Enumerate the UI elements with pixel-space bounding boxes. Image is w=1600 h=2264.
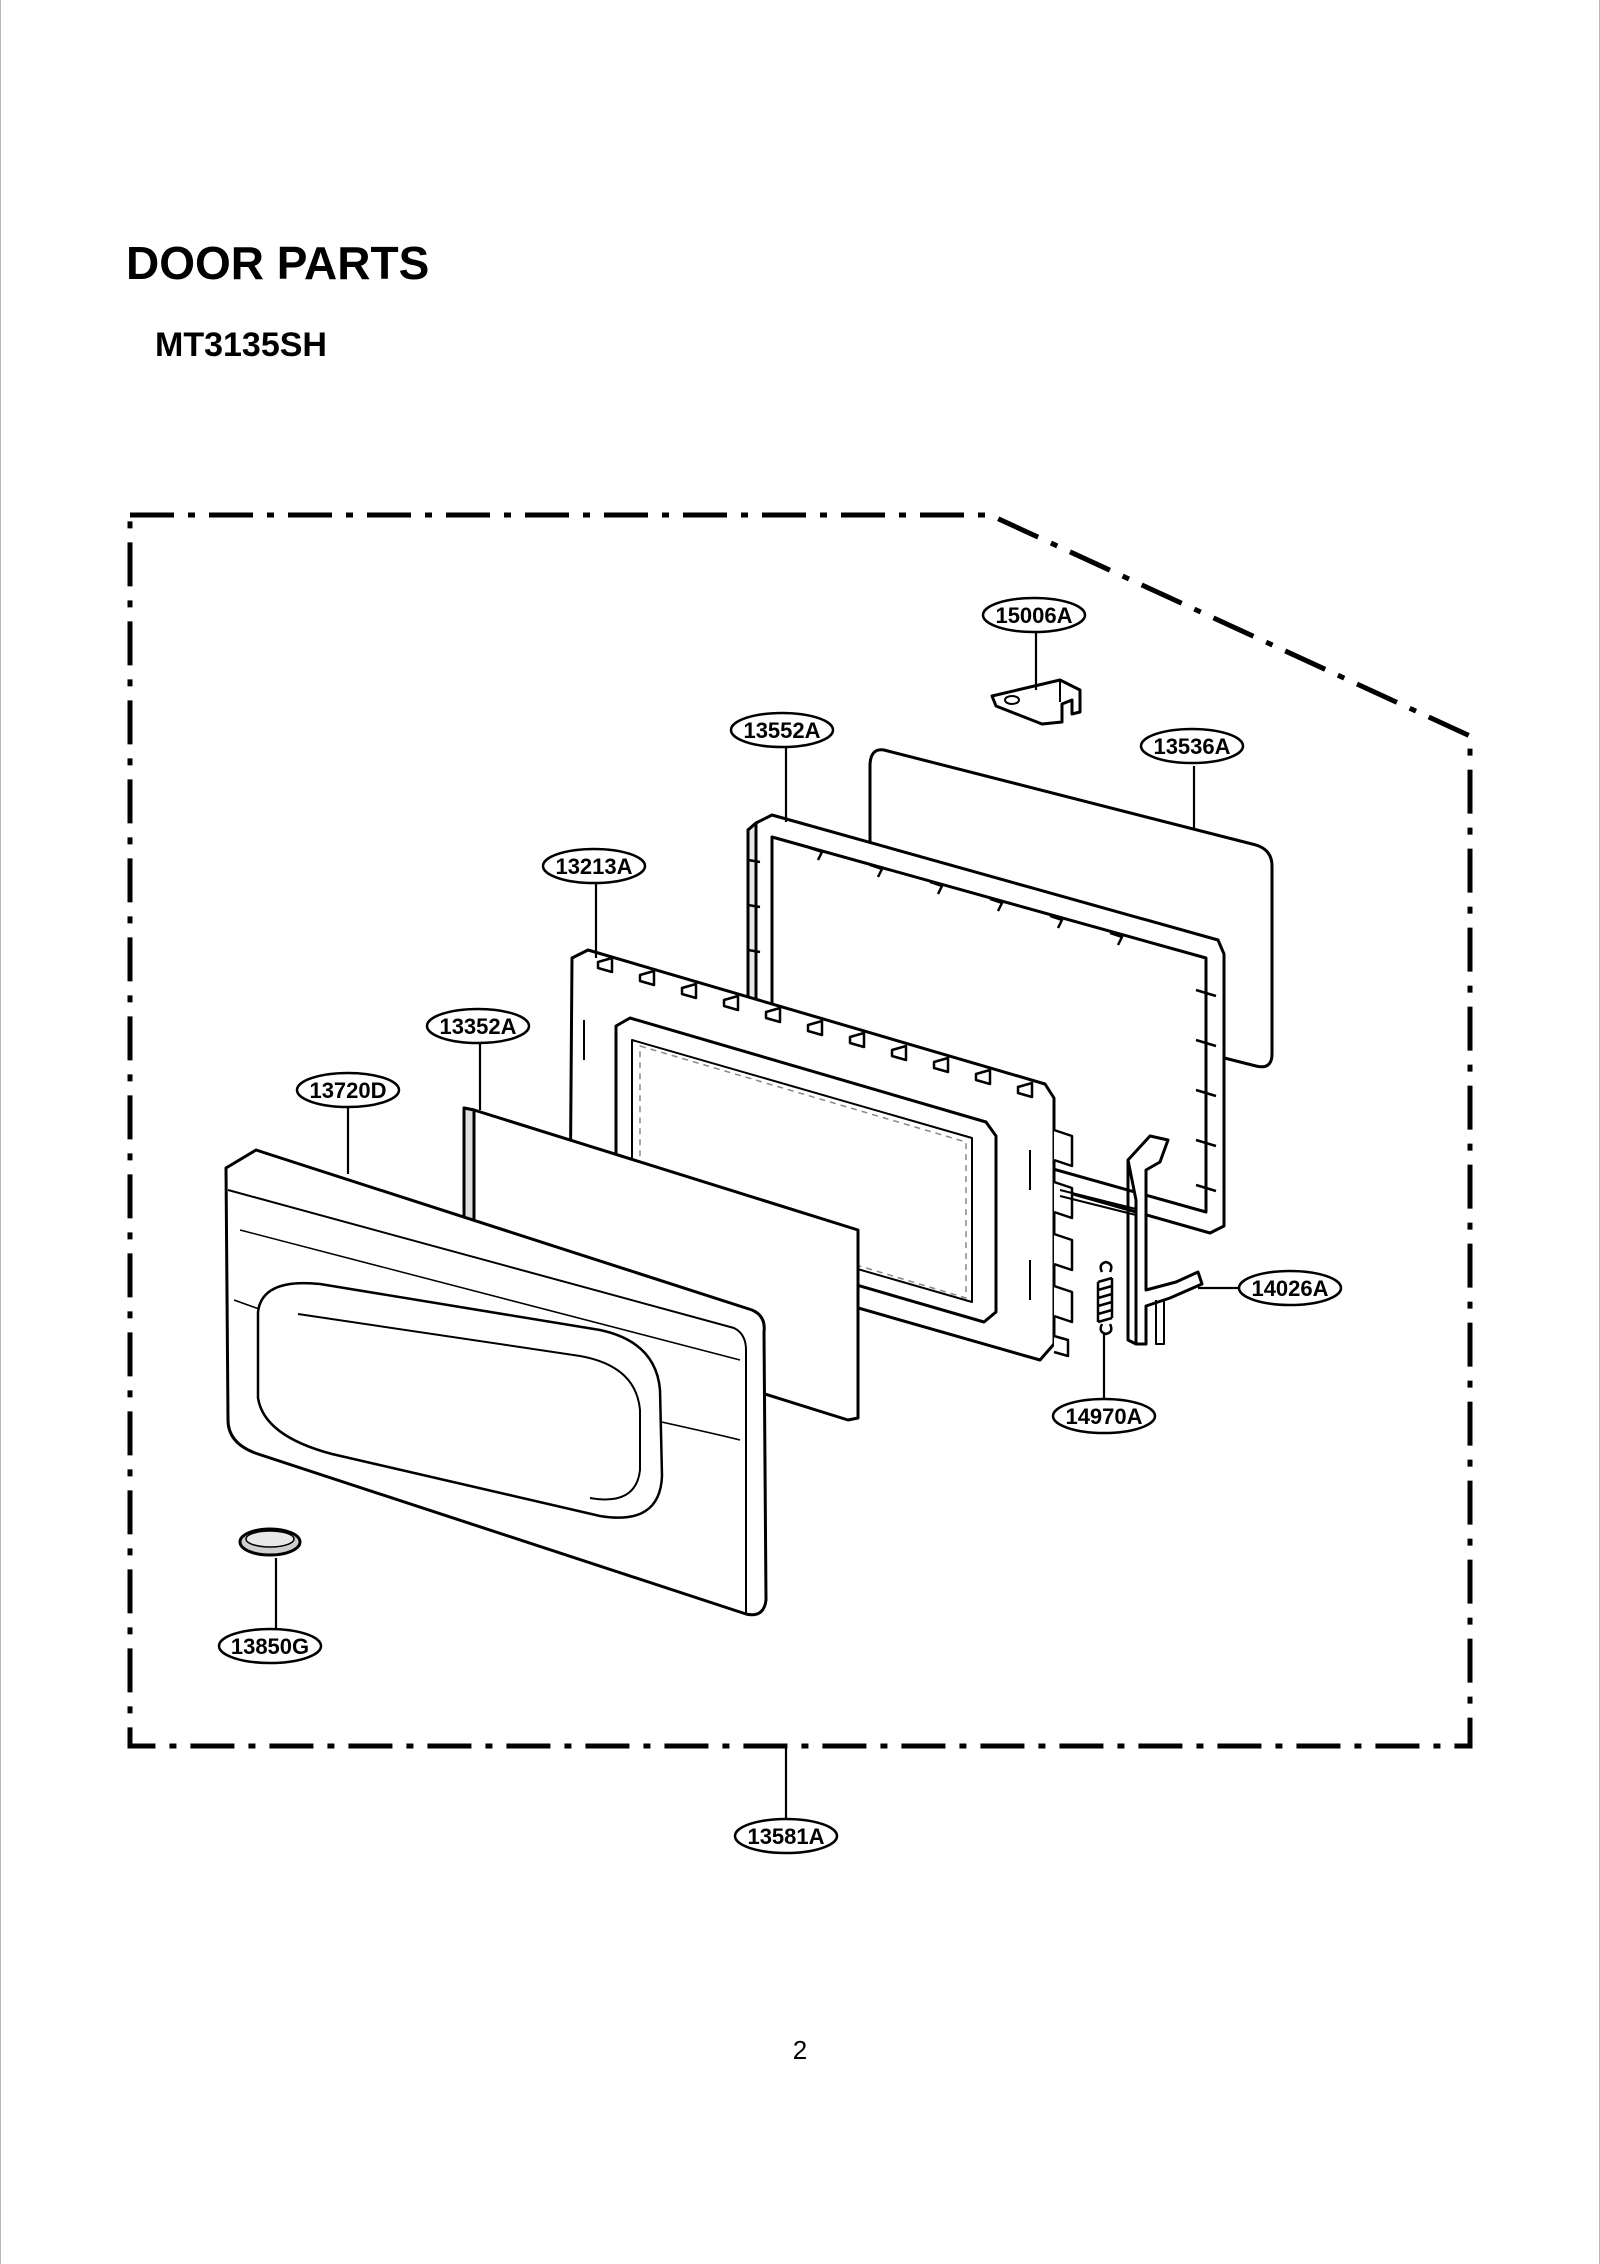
callout-13552A: 13552A (729, 711, 835, 749)
callout-13581A: 13581A (733, 1817, 839, 1855)
svg-text:15006A: 15006A (995, 603, 1072, 628)
callout-13720D: 13720D (295, 1071, 401, 1109)
svg-text:14026A: 14026A (1251, 1276, 1328, 1301)
part-latch-14026A (1126, 1134, 1204, 1346)
page-edge-left (0, 0, 1, 2264)
assembly-boundary (127, 512, 1473, 1749)
page-title: DOOR PARTS (126, 237, 430, 289)
callout-14026A: 14026A (1237, 1269, 1343, 1307)
part-outer-door-13720D (224, 1148, 768, 1617)
model-number: MT3135SH (155, 326, 327, 364)
svg-text:13581A: 13581A (747, 1824, 824, 1849)
svg-text:14970A: 14970A (1065, 1404, 1142, 1429)
svg-text:13213A: 13213A (555, 854, 632, 879)
callout-14970A: 14970A (1051, 1397, 1157, 1435)
part-spring-14970A (1096, 1260, 1114, 1336)
svg-text:13720D: 13720D (309, 1078, 386, 1103)
callout-13352A: 13352A (425, 1007, 531, 1045)
svg-text:13552A: 13552A (743, 718, 820, 743)
svg-text:13352A: 13352A (439, 1014, 516, 1039)
leader-lines (274, 630, 1240, 1820)
part-badge-13850G (238, 1527, 302, 1557)
svg-text:13850G: 13850G (231, 1634, 309, 1659)
callout-15006A: 15006A (981, 596, 1087, 634)
callout-13213A: 13213A (541, 847, 647, 885)
page-number: 2 (792, 2035, 808, 2065)
svg-text:13536A: 13536A (1153, 734, 1230, 759)
part-bracket-15006A (990, 678, 1082, 726)
callout-13536A: 13536A (1139, 727, 1245, 765)
callout-13850G: 13850G (217, 1627, 323, 1665)
